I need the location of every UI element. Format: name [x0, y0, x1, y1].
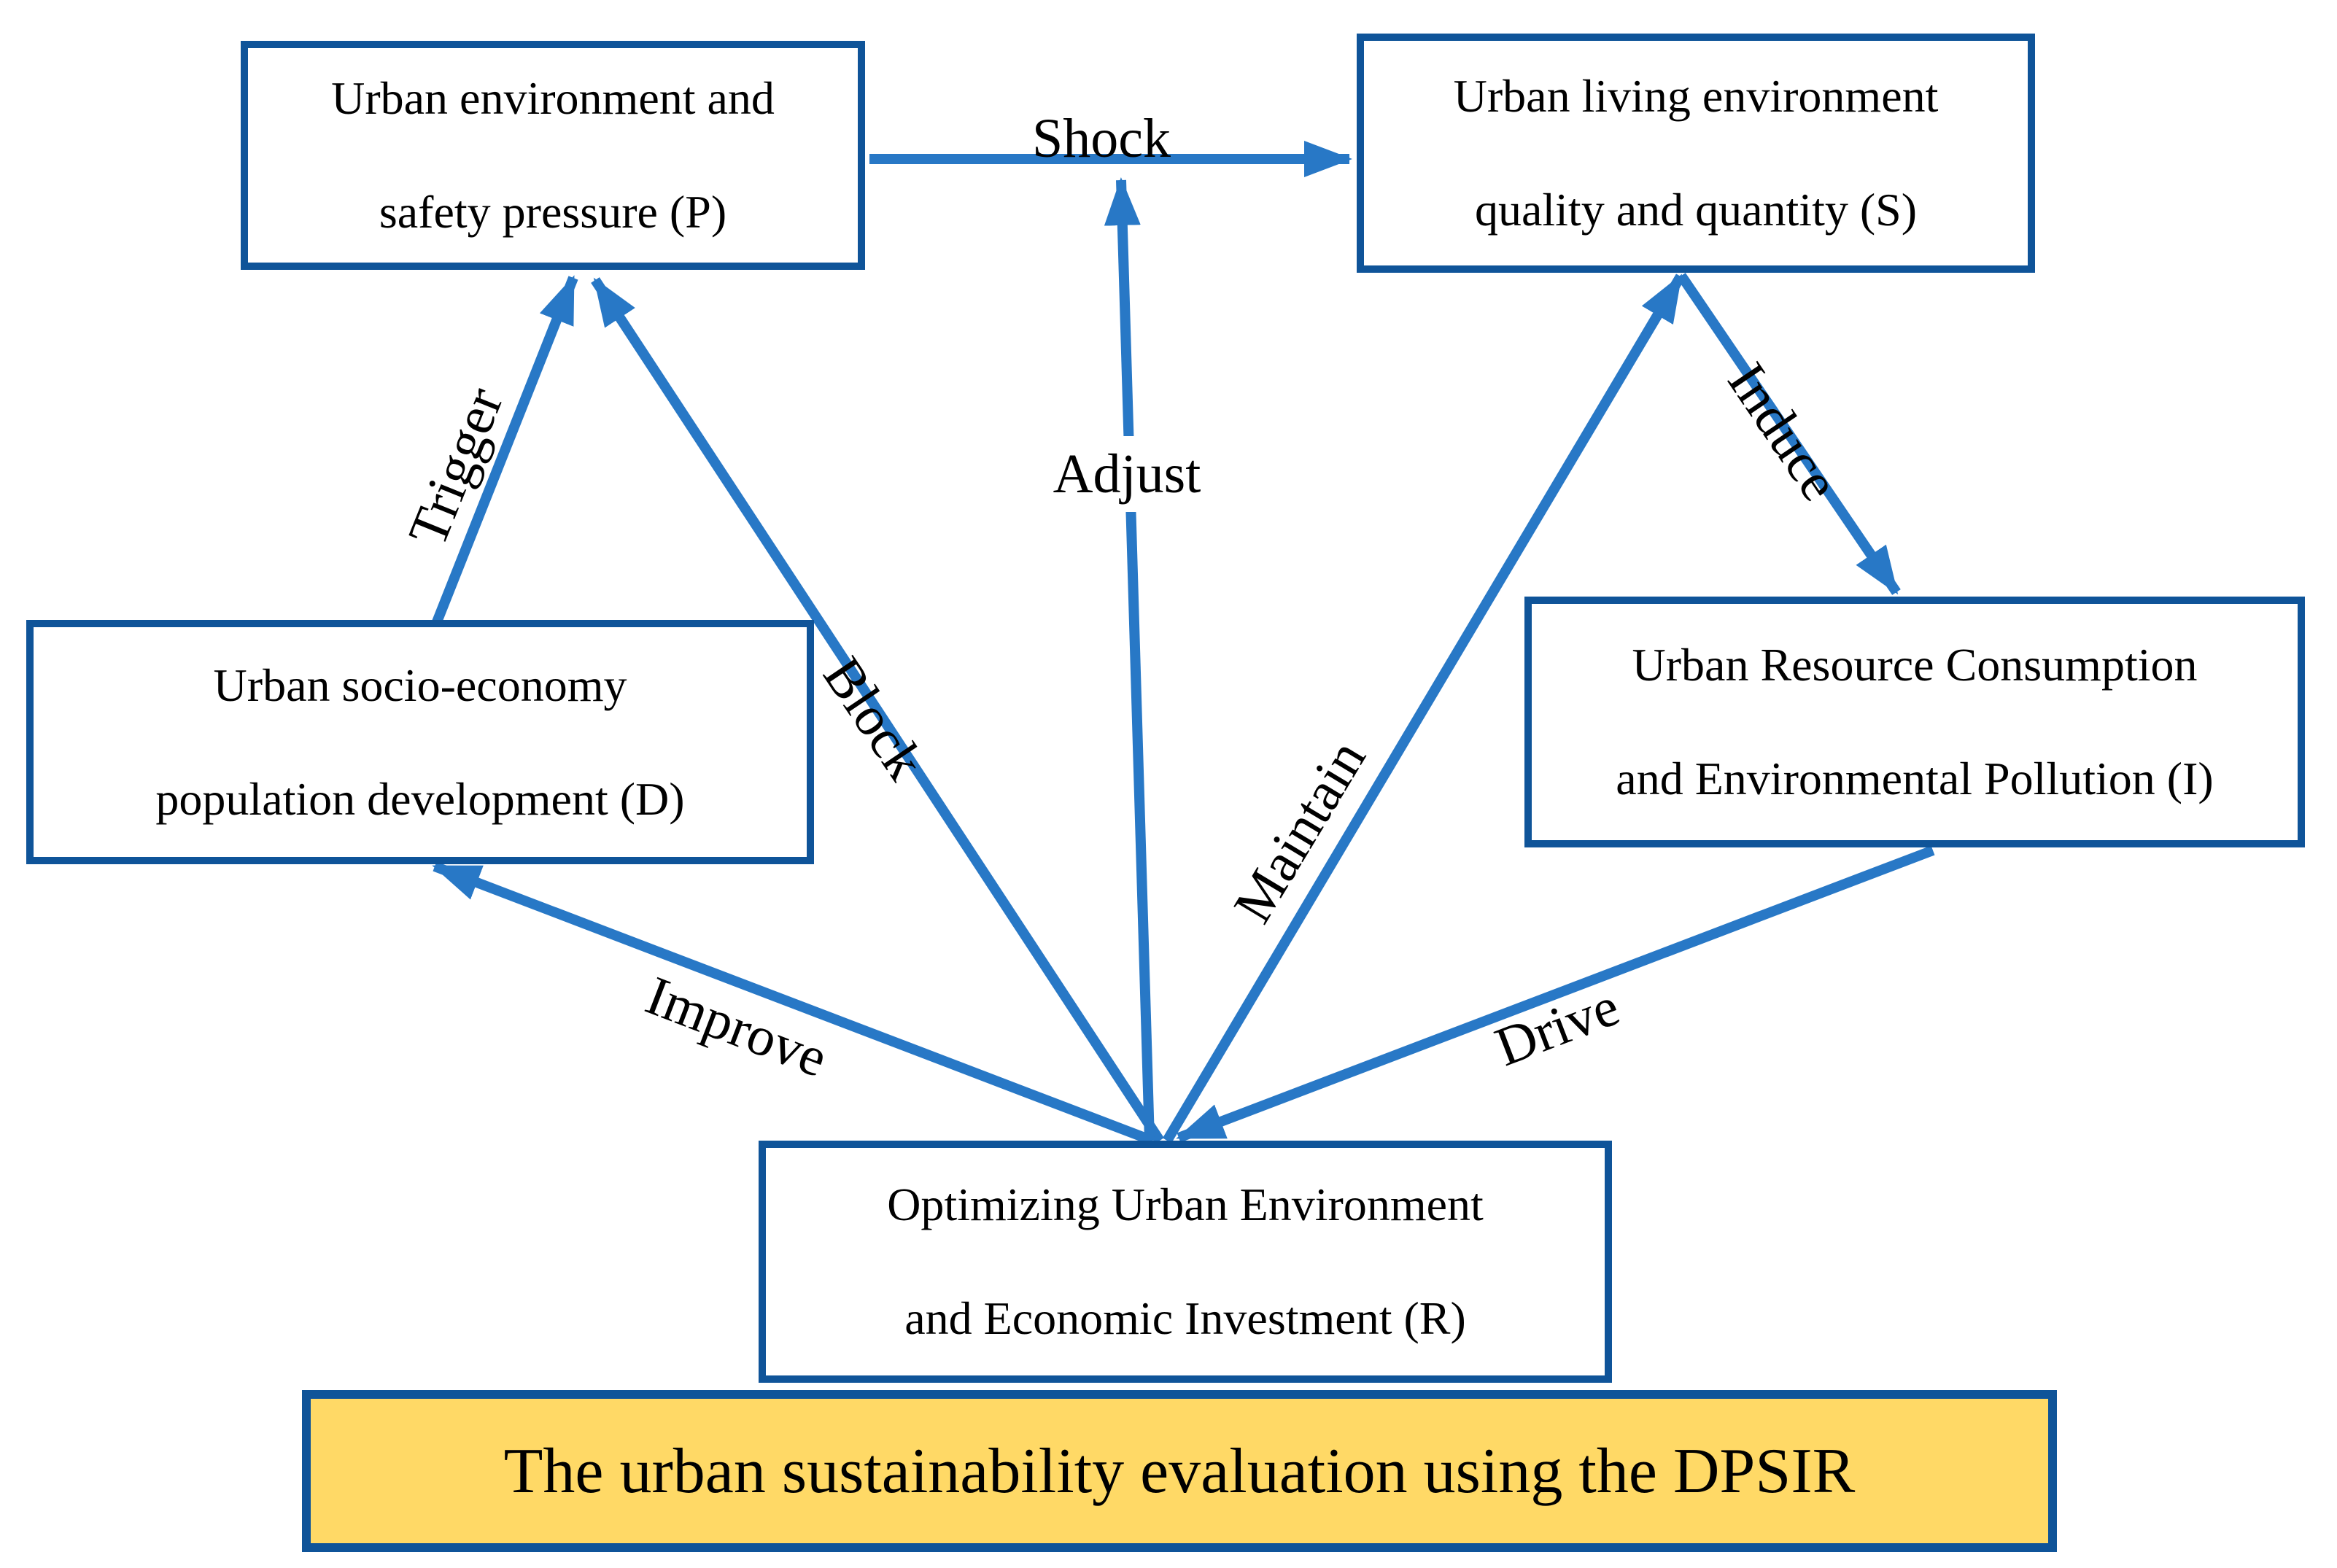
box-pressure-line2: safety pressure (P)	[379, 186, 727, 238]
box-response-line2: and Economic Investment (R)	[904, 1292, 1466, 1344]
box-pressure: Urban environment and safety pressure (P…	[241, 41, 865, 270]
box-driver-line1: Urban socio-economy	[213, 659, 627, 711]
arrow-block-line	[591, 277, 1164, 1144]
arrow-drive-line	[1176, 845, 1935, 1143]
banner: The urban sustainability evaluation usin…	[302, 1390, 2057, 1552]
box-driver: Urban socio-economy population developme…	[26, 620, 814, 864]
arrow-label-adjust: Adjust	[1034, 436, 1220, 512]
banner-text: The urban sustainability evaluation usin…	[503, 1435, 1856, 1507]
arrow-improve-line	[432, 861, 1155, 1146]
box-driver-line2: population development (D)	[155, 772, 685, 825]
box-pressure-line1: Urban environment and	[331, 72, 775, 124]
arrow-trigger-line	[422, 275, 578, 650]
box-state: Urban living environment quality and qua…	[1357, 34, 2035, 273]
arrow-maintain-line	[1162, 273, 1686, 1144]
arrow-adjust-line	[1104, 177, 1155, 1141]
box-response-line1: Optimizing Urban Environment	[887, 1179, 1484, 1230]
box-response: Optimizing Urban Environment and Economi…	[759, 1141, 1612, 1383]
arrow-label-shock: Shock	[1032, 108, 1171, 169]
box-impact: Urban Resource Consumption and Environme…	[1524, 597, 2305, 847]
box-impact-line2: and Environmental Pollution (I)	[1616, 753, 2214, 804]
box-impact-line1: Urban Resource Consumption	[1632, 639, 2198, 691]
box-state-line2: quality and quantity (S)	[1474, 184, 1918, 236]
box-state-line1: Urban living environment	[1453, 70, 1939, 122]
arrow-induce-line	[1677, 273, 1901, 595]
